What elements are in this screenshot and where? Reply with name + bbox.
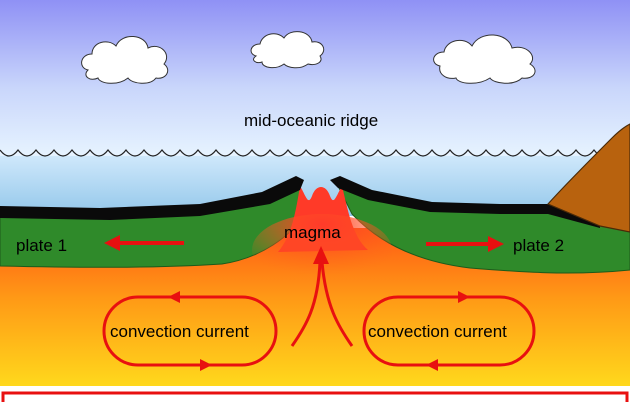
cloud-icon <box>250 31 325 69</box>
convection-loop-left <box>102 291 278 371</box>
oceanic-crust-left <box>0 176 304 220</box>
sky <box>0 0 630 160</box>
convection-current-label-left: convection current <box>110 322 249 341</box>
plate-2-motion-arrow <box>426 236 504 252</box>
rising-magma-arrow <box>290 261 354 347</box>
cloud-icon <box>433 34 536 84</box>
plate-1-motion-arrow <box>104 235 184 251</box>
ocean-surface-waves <box>0 149 630 157</box>
convection-loop-right <box>362 291 536 371</box>
convection-current-label-right: convection current <box>368 322 507 341</box>
rising-magma-arrowhead <box>313 246 329 264</box>
oceanic-crust-right <box>330 176 600 228</box>
magma-label: magma <box>284 223 341 242</box>
caption-box <box>1 391 629 402</box>
cloud-icon <box>81 36 169 84</box>
diagram-title: mid-oceanic ridge <box>244 111 378 130</box>
plate-1-label: plate 1 <box>16 236 67 255</box>
plate-2-label: plate 2 <box>513 236 564 255</box>
